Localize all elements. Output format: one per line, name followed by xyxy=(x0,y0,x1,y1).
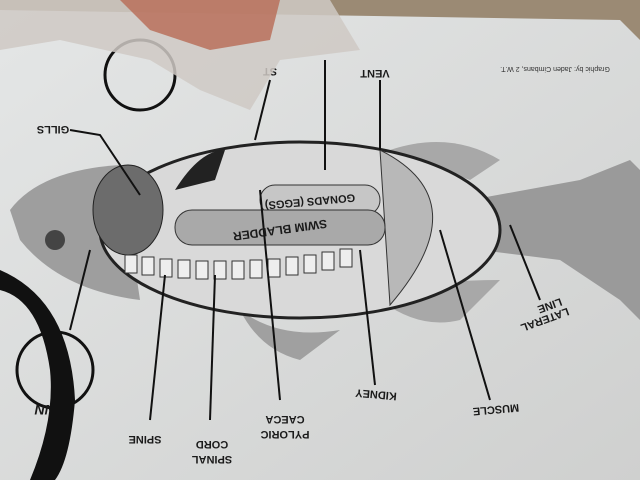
label-muscle: MUSCLE xyxy=(472,401,519,417)
magnifying-glass-rim xyxy=(0,270,75,480)
label-kidney: KIDNEY xyxy=(354,386,397,402)
leader-lines xyxy=(69,60,541,421)
graphic-credit: Graphic by: Jaden Cimbans, 2 W.T. xyxy=(500,65,610,72)
label-spine: SPINE xyxy=(128,433,161,445)
fish-eye xyxy=(45,230,65,250)
spine-vertebrae xyxy=(124,248,353,280)
pelvic-fin xyxy=(240,310,340,360)
dorsal-fin xyxy=(390,142,500,180)
label-cord: CORD xyxy=(196,438,228,450)
label-gills: GILLS xyxy=(37,123,69,135)
stomach-shape xyxy=(175,150,225,190)
fish-tail xyxy=(470,160,640,320)
label-pyloric: PYLORIC xyxy=(261,428,310,440)
label-vent: VENT xyxy=(360,67,390,79)
label-spinal: SPINAL xyxy=(192,453,233,465)
swim-bladder-shape xyxy=(174,209,386,246)
label-caeca: CAECA xyxy=(265,413,304,425)
muscle-region xyxy=(379,149,434,307)
hand xyxy=(120,0,280,50)
